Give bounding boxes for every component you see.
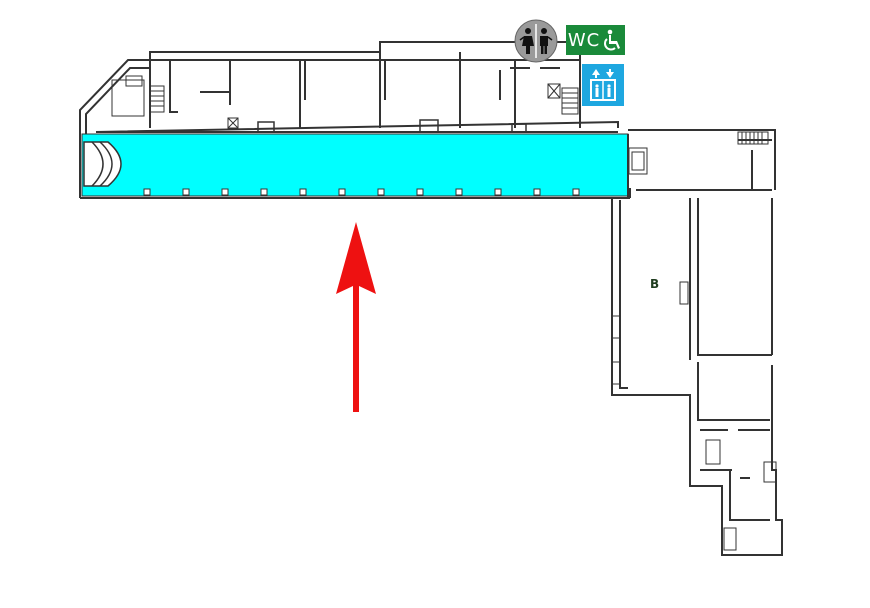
corridor-column [221,188,229,196]
corridor-column [494,188,502,196]
corridor-column [338,188,346,196]
corridor-column [377,188,385,196]
corridor-column [143,188,151,196]
highlighted-corridor[interactable] [81,133,629,197]
stairs-west [111,75,165,117]
family-restroom-icon [514,19,558,63]
corridor-columns [143,188,580,196]
corridor-column [260,188,268,196]
building-label: B [650,277,660,291]
corridor-column [455,188,463,196]
entrance-arcs [83,141,122,187]
wc-accessible-badge: WC [566,25,625,55]
corridor-column [572,188,580,196]
corridor-column [182,188,190,196]
wheelchair-icon [604,29,621,51]
corridor-column [533,188,541,196]
stairs-east [227,83,579,129]
west-wing-walls [79,41,631,199]
elevator-icon [582,64,624,106]
east-wing-details [611,131,777,551]
wc-label: WC [567,29,601,51]
corridor-top-nubs [257,119,527,133]
corridor-column [299,188,307,196]
corridor-column [416,188,424,196]
east-wing-walls [611,129,783,556]
direction-arrow-up-icon [336,222,376,412]
